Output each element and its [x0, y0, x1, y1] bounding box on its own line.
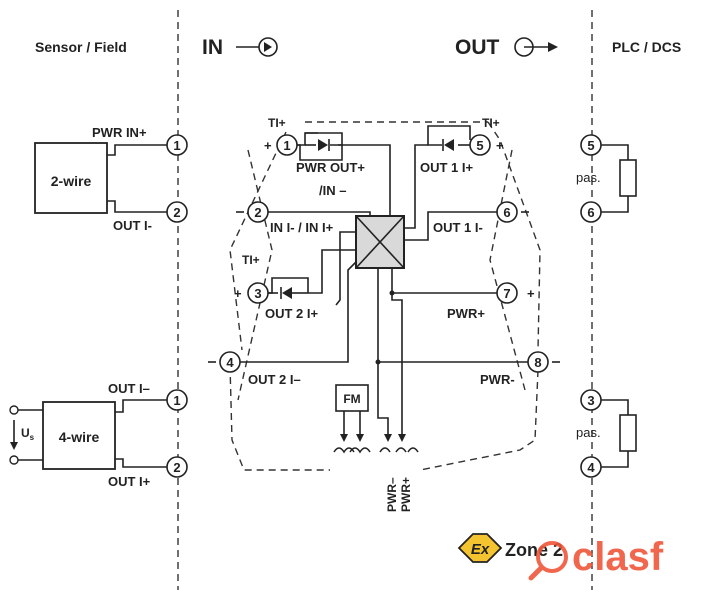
right-terminal-3: [580, 389, 602, 411]
right-terminal-5: [580, 134, 602, 156]
header-plc-dcs: PLC / DCS: [612, 39, 681, 55]
diode-3-icon: [282, 287, 292, 299]
resistor-lower: [619, 414, 637, 452]
terminal-7: [496, 282, 518, 304]
four-wire-label: 4-wire: [59, 429, 100, 445]
right-terminal-6-label: 6: [587, 205, 594, 220]
terminal-6: [496, 201, 518, 223]
plus-sign-5: +: [496, 138, 504, 153]
terminal-2: [247, 201, 269, 223]
two-wire-pwr-in-label: PWR IN+: [92, 125, 147, 140]
out2-i-plus-label: OUT 2 I+: [265, 306, 319, 321]
right-terminal-4: [580, 456, 602, 478]
left-terminal-1-lower: [166, 389, 188, 411]
pwr-plus-label: PWR+: [447, 306, 485, 321]
pas-label-upper: pas.: [576, 170, 601, 185]
ti-plus-label-1: TI+: [268, 116, 286, 130]
terminal-6-label: 6: [503, 205, 510, 220]
terminal-4-label: 4: [226, 355, 234, 370]
right-terminal-5-label: 5: [587, 138, 594, 153]
fm-block: [335, 384, 369, 412]
left-terminal-2-lower-label: 2: [173, 460, 180, 475]
left-terminal-1-lower-label: 1: [173, 393, 180, 408]
bottom-pwr-minus-label: PWR–: [385, 477, 399, 512]
plus-sign-1: +: [264, 138, 272, 153]
four-wire-out-i-minus-label: OUT I–: [108, 381, 150, 396]
four-wire-device: 4-wire OUT I– OUT I+ 1 2 Us: [9, 381, 188, 489]
passive-load-upper: 5 6 pas.: [576, 134, 637, 223]
resistor-upper: [619, 159, 637, 197]
left-terminal-1-upper-label: 1: [173, 138, 180, 153]
four-wire-box: [42, 401, 116, 470]
diode-5-icon: [444, 139, 454, 151]
plus-sign-7: +: [527, 286, 535, 301]
out1-i-minus-label: OUT 1 I-: [433, 220, 483, 235]
pwr-minus-label: PWR-: [480, 372, 515, 387]
plus-sign-3: +: [234, 286, 242, 301]
fm-label: FM: [343, 392, 360, 406]
ex-zone-badge: Ex Zone 2: [457, 533, 563, 563]
terminal-1: [276, 134, 298, 156]
in-i-in-i-label: IN I- / IN I+: [270, 220, 334, 235]
right-terminal-3-label: 3: [587, 393, 594, 408]
pwr-out-in-label-line1: PWR OUT+: [296, 160, 365, 175]
terminal-7-label: 7: [503, 286, 510, 301]
us-label: Us: [21, 426, 35, 442]
terminal-5-label: 5: [476, 138, 483, 153]
passive-load-lower: 3 4 pas.: [576, 389, 637, 478]
isolator-module: FM PWR– PWR+ 1 2 3 4 5 6 7 8: [208, 116, 560, 512]
clasf-watermark: clasf: [528, 535, 664, 581]
header-in: IN: [202, 36, 223, 59]
left-terminal-2-upper: [166, 201, 188, 223]
left-terminal-2-upper-label: 2: [173, 205, 180, 220]
terminal-2-label: 2: [254, 205, 261, 220]
watermark-text: clasf: [572, 535, 664, 579]
supply-terminal-bottom: [9, 455, 19, 465]
right-terminal-4-label: 4: [587, 460, 595, 475]
two-wire-device: 2-wire PWR IN+ OUT I- 1 2: [34, 125, 188, 233]
bottom-pwr-plus-label: PWR+: [399, 477, 413, 512]
watermark-magnifier-icon: [536, 541, 568, 573]
header-sensor-field: Sensor / Field: [35, 39, 127, 55]
terminal-1-label: 1: [283, 138, 290, 153]
left-terminal-2-lower: [166, 456, 188, 478]
out2-i-minus-label: OUT 2 I–: [248, 372, 301, 387]
ti-plus-label-3: TI+: [242, 253, 260, 267]
in-arrow-icon: [236, 37, 278, 57]
two-wire-box: [34, 142, 108, 214]
out1-i-plus-label: OUT 1 I+: [420, 160, 474, 175]
terminal-8: [527, 351, 549, 373]
four-wire-out-i-plus-label: OUT I+: [108, 474, 151, 489]
ex-label: Ex: [471, 541, 490, 558]
left-terminal-1-upper: [166, 134, 188, 156]
out-arrow-icon: [514, 37, 558, 57]
pas-label-lower: pas.: [576, 425, 601, 440]
two-wire-label: 2-wire: [51, 173, 92, 189]
right-terminal-6: [580, 201, 602, 223]
terminal-3: [247, 282, 269, 304]
pwr-out-in-label-line2: /IN –: [319, 183, 346, 198]
header-out: OUT: [455, 36, 500, 59]
terminal-8-label: 8: [534, 355, 541, 370]
two-wire-out-i-label: OUT I-: [113, 218, 152, 233]
supply-terminal-top: [9, 405, 19, 415]
terminal-4: [219, 351, 241, 373]
terminal-3-label: 3: [254, 286, 261, 301]
ti-plus-label-5: TI+: [482, 116, 500, 130]
diode-1-icon: [318, 139, 328, 151]
terminal-5: [469, 134, 491, 156]
ex-hexagon-icon: [457, 533, 503, 563]
